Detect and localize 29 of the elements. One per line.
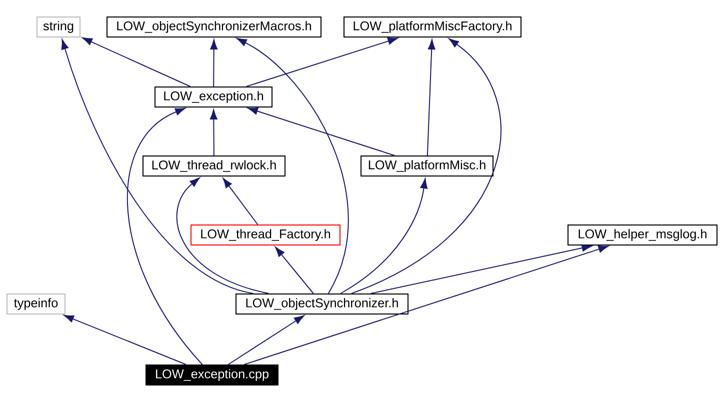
arrow: [222, 178, 258, 225]
arrow: [370, 244, 592, 294]
arrow: [64, 314, 186, 365]
arrow: [127, 108, 203, 365]
arrow: [275, 246, 314, 294]
arrow: [246, 37, 398, 87]
file-box: string: [36, 16, 80, 38]
arrow: [350, 38, 502, 294]
arrow: [61, 39, 254, 294]
arrow: [248, 108, 396, 156]
file-box: LOW_objectSynchronizer.h: [236, 294, 408, 314]
file-box: LOW_platformMiscFactory.h: [344, 16, 522, 38]
arrow: [236, 38, 349, 294]
file-box: LOW_helper_msglog.h: [568, 224, 718, 246]
arrow: [82, 37, 191, 87]
file-box: LOW_thread_rwlock.h: [142, 156, 286, 176]
arrow: [210, 39, 218, 87]
file-box: LOW_exception.cpp: [146, 364, 278, 386]
file-box: LOW_platformMisc.h: [360, 156, 494, 176]
arrow: [210, 109, 218, 156]
arrow: [228, 315, 304, 365]
arrow: [244, 246, 609, 365]
arrow: [340, 178, 428, 294]
file-box: LOW_thread_Factory.h: [190, 224, 340, 246]
file-box: LOW_objectSynchronizerMacros.h: [106, 16, 322, 38]
file-box: typeinfo: [6, 294, 66, 314]
arrow: [426, 39, 436, 156]
arrow: [176, 177, 270, 294]
file-box: LOW_exception.h: [154, 86, 272, 108]
